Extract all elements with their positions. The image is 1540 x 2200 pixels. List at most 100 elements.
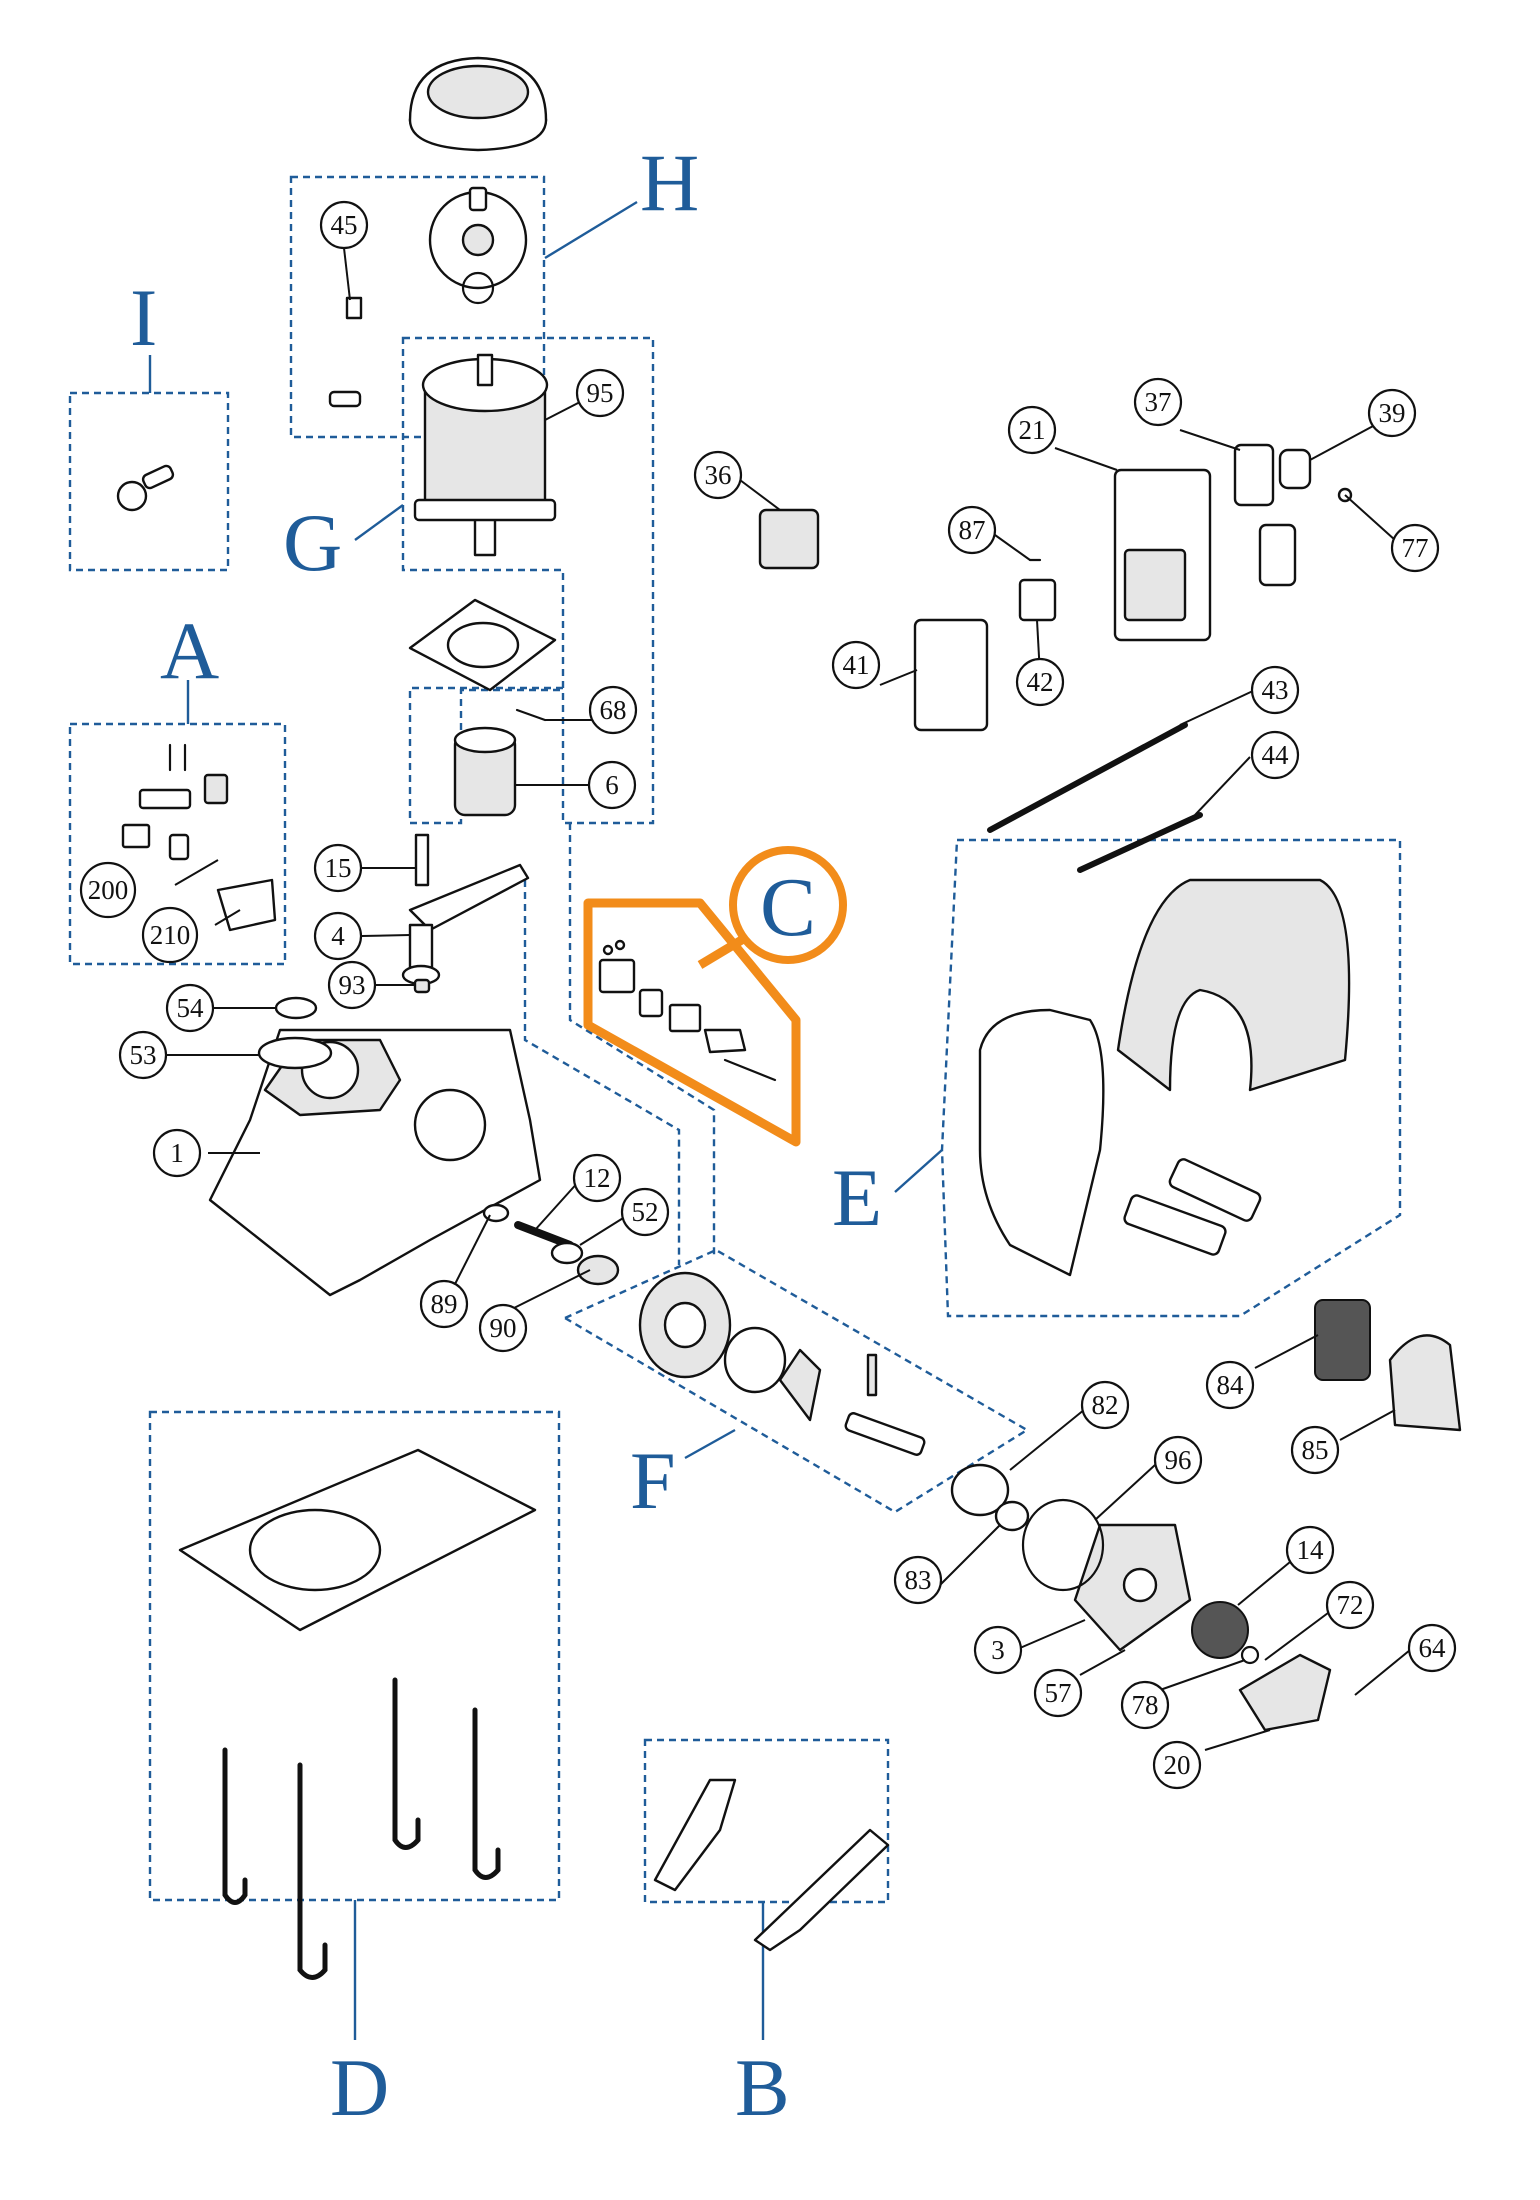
- callout-3: 3: [973, 1625, 1023, 1675]
- svg-text:95: 95: [587, 378, 614, 408]
- callout-37: 37: [1133, 377, 1183, 427]
- cap-20: [1238, 1653, 1332, 1732]
- callout-64: 57: [1033, 1668, 1083, 1718]
- callout-83: 83: [893, 1555, 943, 1605]
- key-icon: [116, 464, 175, 512]
- bearing-82: [950, 1463, 1010, 1517]
- callout-20: 20: [1152, 1740, 1202, 1790]
- svg-text:57: 57: [1045, 1678, 1072, 1708]
- callout-78: 78: [1120, 1680, 1170, 1730]
- callout-96: 96: [1153, 1435, 1203, 1485]
- group-c-circle: [729, 846, 847, 964]
- group-letter-b: B: [735, 2042, 790, 2133]
- motor: [413, 353, 557, 557]
- callout-95: 93: [327, 960, 377, 1010]
- svg-text:90: 90: [490, 1313, 517, 1343]
- svg-text:210: 210: [150, 920, 191, 950]
- washer-53: [257, 1036, 333, 1070]
- svg-text:14: 14: [1297, 1535, 1325, 1565]
- callout-41: 41: [831, 640, 881, 690]
- housing: [208, 1028, 542, 1297]
- svg-text:4: 4: [331, 921, 345, 951]
- svg-text:43: 43: [1262, 675, 1289, 705]
- group-box-c: [583, 898, 801, 1147]
- svg-text:77: 77: [1402, 533, 1429, 563]
- group-letters: I H G A E F D B: [130, 137, 882, 2133]
- svg-text:54: 54: [177, 993, 205, 1023]
- handle-2: [753, 1828, 890, 1952]
- svg-text:37: 37: [1145, 387, 1172, 417]
- parts: [116, 56, 1462, 1980]
- oring-96: [1021, 1498, 1105, 1592]
- svg-text:85: 85: [1302, 1435, 1329, 1465]
- svg-text:41: 41: [843, 650, 870, 680]
- svg-text:45: 45: [331, 210, 358, 240]
- callout-93: 95: [575, 368, 625, 418]
- svg-text:53: 53: [130, 1040, 157, 1070]
- callout-12: 12: [572, 1153, 622, 1203]
- group-path-frame-2: [568, 823, 716, 1255]
- group-box-f: [562, 1248, 1030, 1514]
- svg-text:36: 36: [705, 460, 732, 490]
- svg-text:200: 200: [88, 875, 129, 905]
- callout-84: 89: [419, 1279, 469, 1329]
- group-letter-g: G: [283, 497, 342, 588]
- svg-text:15: 15: [325, 853, 352, 883]
- callout-4: 4: [313, 911, 363, 961]
- callout-21: 21: [1007, 405, 1057, 455]
- group-box-h: [289, 175, 546, 439]
- callout-leaders: [160, 247, 1411, 1751]
- pinion-14: [1191, 1601, 1249, 1659]
- callout-210: 210: [141, 906, 199, 964]
- callout-45: 45: [319, 200, 369, 250]
- group-letter-c: C: [760, 861, 816, 954]
- svg-text:64: 64: [1419, 1633, 1447, 1663]
- callout-52: 52: [620, 1187, 670, 1237]
- transformer-36: [758, 508, 820, 570]
- gear-set: [638, 1271, 926, 1456]
- group-letter-d: D: [330, 2042, 389, 2133]
- fan-cover: [408, 56, 548, 152]
- callout-90: 87: [947, 505, 997, 555]
- callout-42: 42: [1015, 657, 1065, 707]
- svg-text:83: 83: [905, 1565, 932, 1595]
- svg-text:20: 20: [1164, 1750, 1191, 1780]
- svg-text:52: 52: [632, 1197, 659, 1227]
- washer-54: [274, 996, 318, 1020]
- callout-53: 53: [118, 1030, 168, 1080]
- part-45: [345, 296, 363, 320]
- ring-83: [994, 1500, 1030, 1532]
- callout-43: 43: [1250, 665, 1300, 715]
- svg-text:3: 3: [991, 1635, 1005, 1665]
- svg-text:82: 82: [1092, 1390, 1119, 1420]
- group-c-highlight: C: [583, 846, 847, 1147]
- group-box-g: [401, 336, 655, 825]
- svg-text:1: 1: [170, 1138, 184, 1168]
- callout-1: 1: [152, 1128, 202, 1178]
- callout-15: 15: [313, 843, 363, 893]
- anchor-bolts: [222, 1677, 501, 1980]
- svg-text:6: 6: [605, 770, 619, 800]
- svg-text:12: 12: [584, 1163, 611, 1193]
- cable-43: [987, 722, 1188, 833]
- callout-36: 36: [693, 450, 743, 500]
- callout-68: 64: [1407, 1623, 1457, 1673]
- cable-44: [1077, 812, 1203, 873]
- callout-44: 44: [1250, 730, 1300, 780]
- group-boxes: [68, 175, 1402, 1904]
- group-a-parts: [121, 743, 277, 932]
- svg-text:84: 84: [1217, 1370, 1245, 1400]
- callout-82: 82: [1080, 1380, 1130, 1430]
- callout-57: 68: [588, 685, 638, 735]
- control-board: [1113, 443, 1353, 642]
- callout-85: 90: [478, 1303, 528, 1353]
- module-41: [913, 618, 989, 732]
- grille-87: [1314, 1299, 1371, 1381]
- cover: [978, 878, 1351, 1277]
- group-box-b: [643, 1738, 890, 1904]
- worm-screw: [453, 708, 547, 817]
- group-letter-e: E: [832, 1152, 882, 1243]
- group-leaders: [148, 200, 943, 2040]
- svg-text:89: 89: [431, 1289, 458, 1319]
- svg-text:72: 72: [1337, 1590, 1364, 1620]
